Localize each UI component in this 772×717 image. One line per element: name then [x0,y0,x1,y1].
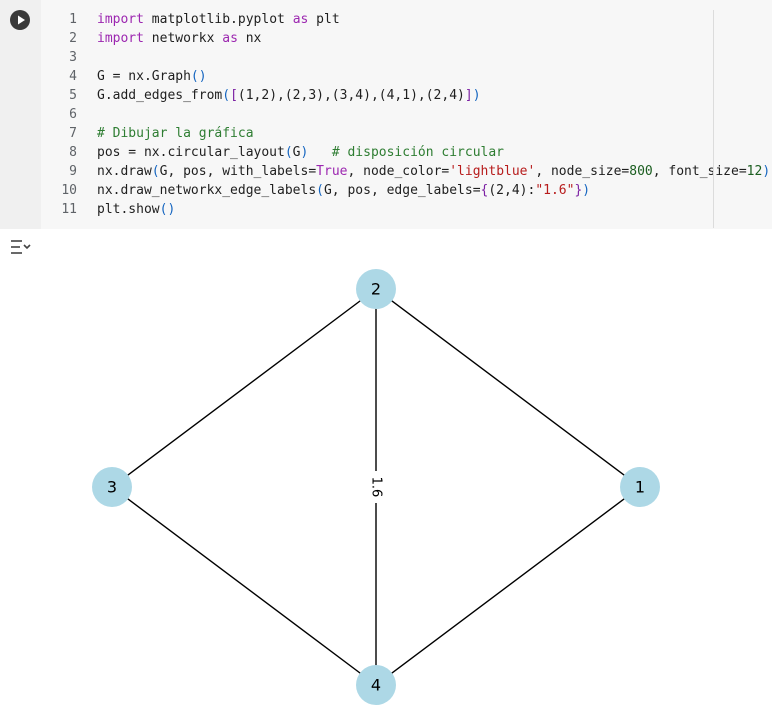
code-token: 800 [629,164,653,179]
code-token: 12 [746,164,763,179]
graph-node-3 [92,467,132,507]
code-editor[interactable]: 1 import matplotlib.pyplot as plt 2 import … [41,0,772,229]
line-number: 11 [61,202,77,217]
code-token: , font_size= [652,164,747,179]
graph-node-1 [620,467,660,507]
code-token: () [190,69,207,84]
code-text: nx.draw(G, pos, with_labels=True, node_c… [97,162,770,181]
line-number: 6 [69,107,77,122]
code-line[interactable]: 2 import networkx as nx [41,29,772,48]
code-token: ) [582,183,591,198]
graph-edge-4-1 [375,486,641,686]
code-line[interactable]: 11 plt.show() [41,200,772,219]
code-token: G.add_edges_from [97,88,223,103]
graph-output: 1.6 1 2 3 4 [92,269,660,705]
code-text: pos = nx.circular_layout(G) # disposició… [97,143,504,162]
code-line[interactable]: 4 G = nx.Graph() [41,67,772,86]
code-line[interactable]: 1 import matplotlib.pyplot as plt [41,10,772,29]
line-number: 4 [69,69,77,84]
code-token: import [97,31,144,46]
editor-ruler [713,10,714,228]
code-token: ( [151,164,160,179]
code-token: # disposición circular [331,145,504,160]
graph-edge-1-2 [375,288,641,488]
code-token: G = nx.Graph [97,69,191,84]
code-token: ) [300,145,309,160]
code-token: pos = nx.circular_layout [97,145,285,160]
code-token: networkx [143,31,223,46]
code-text: plt.show() [97,200,175,219]
run-cell-button[interactable] [10,10,30,30]
code-cell[interactable]: 1 import matplotlib.pyplot as plt 2 import … [0,0,772,229]
edge-label-background [368,471,384,503]
code-line[interactable]: 10 nx.draw_networkx_edge_labels(G, pos, e… [41,181,772,200]
code-token: plt.show [97,202,160,217]
code-token: ] [464,88,473,103]
graph-node-2 [356,269,396,309]
code-token: G [292,145,301,160]
code-token: () [159,202,176,217]
code-token: nx.draw [97,164,152,179]
cell-gutter [0,0,41,229]
graph-node-label: 3 [107,478,117,497]
code-line[interactable]: 6 [41,105,772,124]
code-token: (1,2),(2,3),(3,4),(4,1),(2,4) [237,88,465,103]
code-token: ) [472,88,481,103]
line-number: 10 [61,183,77,198]
code-text: import networkx as nx [97,29,261,48]
play-icon [18,15,25,25]
code-text: G.add_edges_from([(1,2),(2,3),(3,4),(4,1… [97,86,481,105]
code-text: G = nx.Graph() [97,67,207,86]
code-token: { [480,183,489,198]
code-token: # Dibujar la gráfica [97,126,254,141]
code-token: nx [237,31,262,46]
code-token: [ [230,88,238,103]
code-token: as [222,31,238,46]
code-line[interactable]: 5 G.add_edges_from([(1,2),(2,3),(3,4),(4,… [41,86,772,105]
code-token: True [316,164,348,179]
code-line[interactable]: 3 [41,48,772,67]
code-text: nx.draw_networkx_edge_labels(G, pos, edg… [97,181,590,200]
graph-node-label: 4 [371,676,381,695]
graph-node-label: 1 [635,478,645,497]
output-collapse-icon[interactable] [10,238,32,256]
code-token: ) [762,164,771,179]
code-line[interactable]: 8 pos = nx.circular_layout(G) # disposici… [41,143,772,162]
code-token: , node_size= [535,164,630,179]
graph-edge-3-4 [111,486,377,686]
line-number: 9 [69,164,77,179]
edge-label: 1.6 [369,477,384,498]
line-number: 2 [69,31,77,46]
line-number: 5 [69,88,77,103]
code-token: ( [222,88,231,103]
code-text: # Dibujar la gráfica [97,124,254,143]
graph-edge-2-3 [111,288,377,488]
line-number: 1 [69,12,77,27]
code-line[interactable]: 7 # Dibujar la gráfica [41,124,772,143]
code-token: matplotlib.pyplot [143,12,293,27]
code-token: G, pos, with_labels= [159,164,317,179]
code-token: ( [316,183,324,198]
code-token: ( [284,145,293,160]
code-token: 'lightblue' [449,164,536,179]
line-number: 3 [69,50,77,65]
code-token [308,145,331,160]
line-number: 7 [69,126,77,141]
code-token: (2,4): [488,183,536,198]
code-token: } [574,183,583,198]
code-token: "1.6" [535,183,575,198]
code-token: G, pos, edge_labels= [323,183,481,198]
graph-node-label: 2 [371,280,381,299]
graph-node-4 [356,665,396,705]
code-token: nx.draw_networkx_edge_labels [97,183,317,198]
code-token: as [292,12,309,27]
code-token: , node_color= [347,164,450,179]
code-token: plt [308,12,340,27]
line-number: 8 [69,145,77,160]
code-token: import [97,12,144,27]
code-text: import matplotlib.pyplot as plt [97,10,340,29]
